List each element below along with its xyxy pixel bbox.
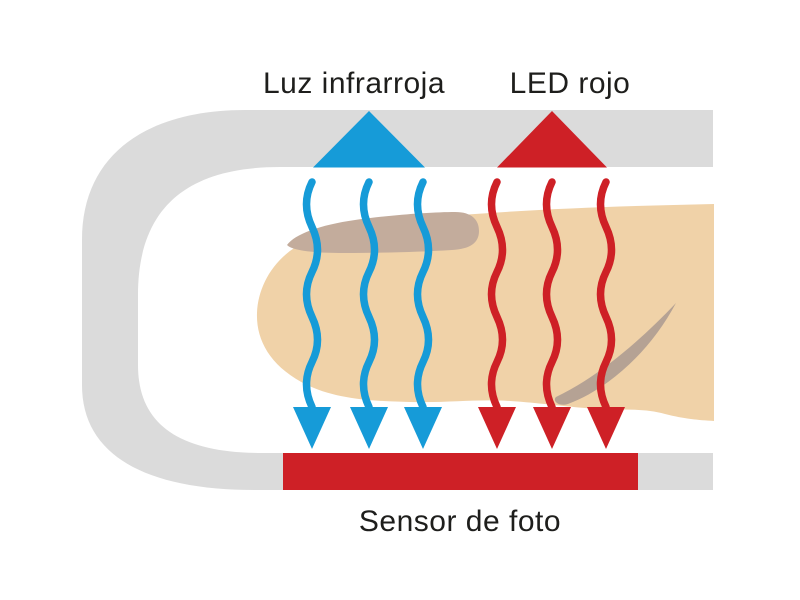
red-ray-1: [487, 178, 507, 411]
red-ray-3-arrowhead: [587, 407, 625, 449]
infrared-ray-1: [302, 178, 322, 411]
finger-crease-shadow: [554, 303, 676, 405]
red-ray-2: [542, 178, 562, 411]
oximeter-clip-housing: [82, 110, 713, 490]
infrared-ray-2-arrowhead: [350, 407, 388, 449]
infrared-light-label: Luz infrarroja: [263, 67, 445, 100]
photo-sensor-label: Sensor de foto: [359, 505, 561, 538]
red-ray-3: [596, 178, 616, 411]
red-ray-1-arrowhead: [478, 407, 516, 449]
infrared-ray-3-arrowhead: [404, 407, 442, 449]
photo-sensor-bar: [283, 453, 638, 490]
infrared-ray-1-arrowhead: [293, 407, 331, 449]
infrared-led-triangle: [313, 111, 425, 168]
infrared-rays: [293, 178, 442, 449]
red-led-rays: [478, 178, 625, 449]
red-led-label: LED rojo: [510, 67, 631, 100]
red-ray-2-arrowhead: [533, 407, 571, 449]
infrared-ray-2: [359, 178, 379, 411]
infrared-ray-3: [413, 178, 433, 411]
red-led-triangle: [497, 111, 607, 168]
